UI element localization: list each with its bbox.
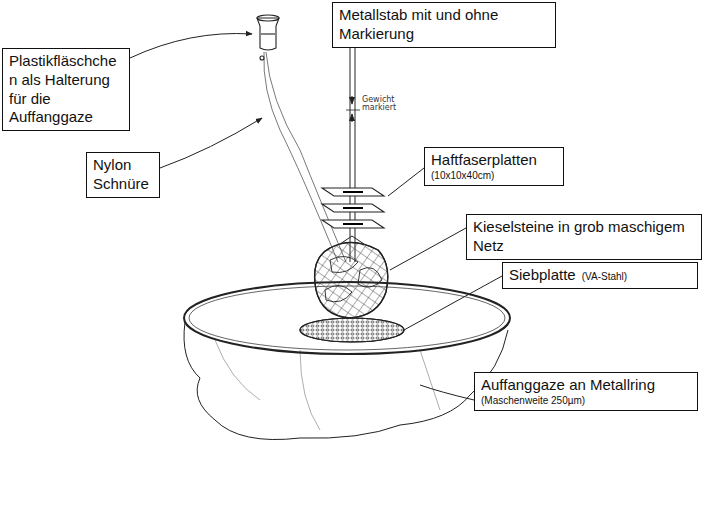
- callout-text: Siebplatte: [509, 266, 576, 283]
- callout-box: Plastikfläschche n als Halterung für die…: [2, 48, 130, 131]
- callout-box: Nylon Schnüre: [86, 152, 160, 198]
- callout-text: Haftfaserplatten: [431, 151, 557, 170]
- callout-text: Plastikfläschche n als Halterung für die…: [9, 52, 123, 127]
- callout-box: Auffanggaze an Metallring(Maschenweite 2…: [474, 372, 698, 411]
- nylon-strings: [264, 52, 346, 262]
- callout-text: Metallstab mit und ohne Markierung: [339, 6, 549, 44]
- callout-box: Kieselsteine in grob maschigem Netz: [466, 214, 702, 260]
- callout-box: Metallstab mit und ohne Markierung: [332, 2, 556, 48]
- fibre-plates: [322, 188, 384, 228]
- pebble-net: [315, 236, 388, 318]
- callout-note: (10x10x40cm): [431, 170, 557, 183]
- callout-text: Auffanggaze an Metallring: [481, 376, 691, 395]
- callout-note: (VA-Stahl): [582, 271, 627, 282]
- plastic-bottle: [257, 15, 279, 60]
- callout-box: Siebplatte (VA-Stahl): [502, 262, 698, 289]
- sieve-plate: [300, 318, 404, 342]
- leader-lines: [130, 16, 502, 400]
- callout-box: Haftfaserplatten(10x10x40cm): [424, 147, 564, 186]
- callout-text: Nylon Schnüre: [93, 156, 153, 194]
- callout-note: (Maschenweite 250µm): [481, 395, 691, 408]
- handwritten-note: Gewicht markiert: [362, 96, 402, 113]
- callout-text: Kieselsteine in grob maschigem Netz: [473, 218, 695, 256]
